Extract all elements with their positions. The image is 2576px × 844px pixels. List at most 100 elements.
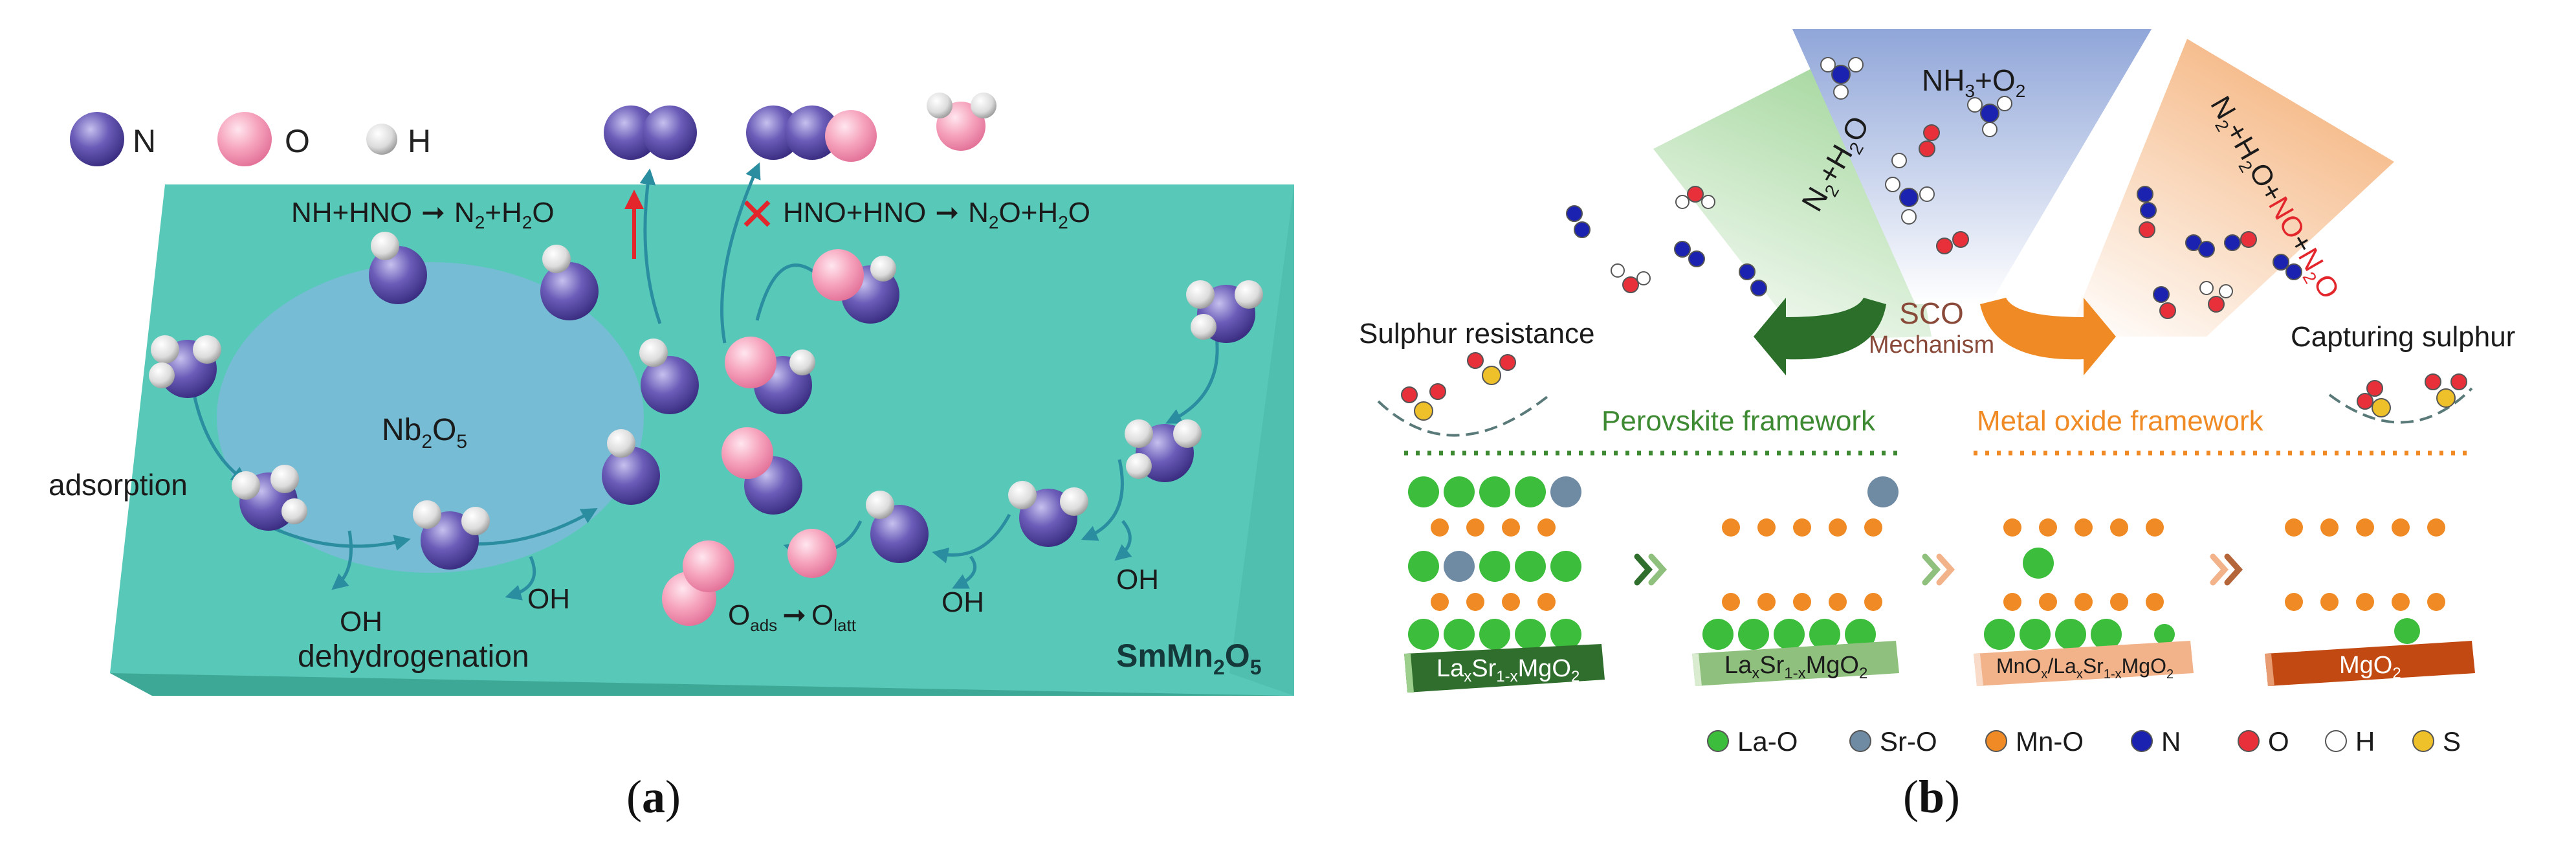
- stack-3-atom: [2110, 518, 2128, 537]
- adsorption-label: adsorption: [49, 468, 188, 502]
- stack-3-atom: [2075, 518, 2093, 537]
- blocked-x-icon: [743, 200, 771, 227]
- slab-1-label: LaxSr1-xMgO2: [1437, 655, 1580, 685]
- stack-1-atom: [1550, 551, 1581, 582]
- h2o-small-1: [1675, 186, 1715, 209]
- stack-4-atom: [2392, 518, 2410, 537]
- stack-1-atom: [1550, 476, 1581, 507]
- stack-2-atom: [1845, 619, 1876, 650]
- n2-product: [604, 106, 697, 160]
- legend-swatch-2: [1985, 730, 2007, 752]
- stack-2-atom: [1722, 518, 1740, 537]
- right-product-cone: [2067, 39, 2394, 337]
- cone-molecules: [1566, 57, 2302, 319]
- pathway-arrows: [192, 162, 1219, 601]
- stack-3-atom: [2146, 518, 2164, 537]
- n2-small-5: [2273, 254, 2302, 280]
- slab-4: MgO2: [2265, 641, 2475, 686]
- caption-a: (a): [626, 771, 681, 823]
- n2-small-3: [1739, 263, 1767, 296]
- dashed-arc-left: [1377, 394, 1551, 437]
- stack-1-atom: [1479, 619, 1510, 650]
- nb2o5-region: [217, 262, 644, 573]
- stack-1-atom: [1444, 619, 1475, 650]
- nh2-molecule-right1: [1008, 481, 1088, 547]
- stack-1-atom: [1466, 518, 1484, 537]
- layer-stacks: [1408, 476, 2445, 650]
- nb2o5-label: Nb2O5: [382, 413, 467, 452]
- nh3-small-1: [1820, 57, 1864, 100]
- oh-label-4: OH: [1116, 564, 1159, 595]
- stack-1-atom: [1515, 476, 1546, 507]
- stack-2-atom: [1738, 619, 1769, 650]
- legend-label-5: H: [2355, 726, 2375, 757]
- legend-swatch-4: [2238, 730, 2260, 752]
- legend-a: N O H: [70, 112, 431, 166]
- stack-2-atom: [1809, 619, 1840, 650]
- stack-3-atom: [2110, 593, 2128, 611]
- oh-label-3: OH: [941, 586, 984, 618]
- o2-small-1: [1919, 124, 1940, 157]
- stack-3-atom: [2039, 593, 2057, 611]
- stack-2-atom: [1864, 518, 1882, 537]
- perovskite-label: Perovskite framework: [1602, 405, 1876, 437]
- stack-2-atom: [1867, 476, 1899, 507]
- n2-small-2: [1674, 241, 1705, 267]
- oh-label-2: OH: [527, 583, 570, 615]
- no-small-2: [2224, 231, 2257, 251]
- stack-2-atom: [1757, 518, 1776, 537]
- stack-4-atom: [2392, 593, 2410, 611]
- olatt-atom: [787, 529, 837, 578]
- stack-1-atom: [1444, 551, 1475, 582]
- equation-nh-hno: NH+HNO➞N2+H2O: [291, 197, 555, 232]
- nh3-o2-label: NH3+O2: [1922, 63, 2025, 101]
- stack-1-atom: [1431, 593, 1449, 611]
- stack-3-atom: [2055, 619, 2086, 650]
- hno-molecule-1: [725, 337, 815, 414]
- stack-4-atom: [2394, 618, 2420, 644]
- legend-label-0: La-O: [1737, 726, 1798, 757]
- stack-1-atom: [1515, 551, 1546, 582]
- stack-1-atom: [1466, 593, 1484, 611]
- center-reactant-cone: [1792, 29, 2152, 304]
- stack-1-atom: [1479, 476, 1510, 507]
- stack-4-atom: [2356, 518, 2374, 537]
- capturing-sulphur-label: Capturing sulphur: [2291, 321, 2515, 353]
- n2o-product: [746, 106, 877, 162]
- stack-4-atom: [2320, 593, 2339, 611]
- stack-3-atom: [2154, 624, 2175, 645]
- n-atom-swatch: [70, 112, 124, 166]
- legend-swatch-1: [1849, 730, 1871, 752]
- n2-small-4: [2185, 234, 2215, 258]
- nh3-molecule-right3: [1186, 280, 1263, 343]
- nh2-molecule: [413, 500, 490, 570]
- nh3-molecule-left: [149, 335, 221, 398]
- stack-3-atom: [2020, 619, 2051, 650]
- equation-hno-hno: HNO+HNO➞N2O+H2O: [783, 197, 1090, 232]
- stack-2-atom: [1829, 593, 1847, 611]
- slab-2-label: LaxSr1-xMgO2: [1724, 652, 1867, 682]
- stack-3-atom: [2003, 518, 2021, 537]
- dashed-arc-right: [2328, 387, 2473, 424]
- stack-4-atom: [2285, 593, 2303, 611]
- legend-swatch-5: [2325, 730, 2347, 752]
- adsorbed-molecules: [149, 232, 1263, 626]
- stack-3-atom: [2023, 548, 2054, 579]
- stack-3-atom: [2075, 593, 2093, 611]
- hno-molecule-2: [812, 249, 899, 324]
- no-small-3: [2153, 286, 2176, 319]
- nh3-molecule-2: [232, 465, 307, 531]
- no-small-1: [2137, 186, 2157, 238]
- stack-4-atom: [2320, 518, 2339, 537]
- nh-molecule-3: [540, 245, 599, 320]
- stack-1-atom: [1502, 593, 1520, 611]
- legend-swatch-6: [2412, 730, 2434, 752]
- nh-molecule-5: [866, 491, 929, 563]
- stack-1-atom: [1479, 551, 1510, 582]
- so2-molecules-left: [1401, 352, 1516, 421]
- slab-1: LaxSr1-xMgO2: [1404, 644, 1605, 693]
- substrate-label: SmMn2O5: [1116, 638, 1262, 679]
- o-atom-swatch: [217, 112, 272, 166]
- stack-1-atom: [1408, 476, 1439, 507]
